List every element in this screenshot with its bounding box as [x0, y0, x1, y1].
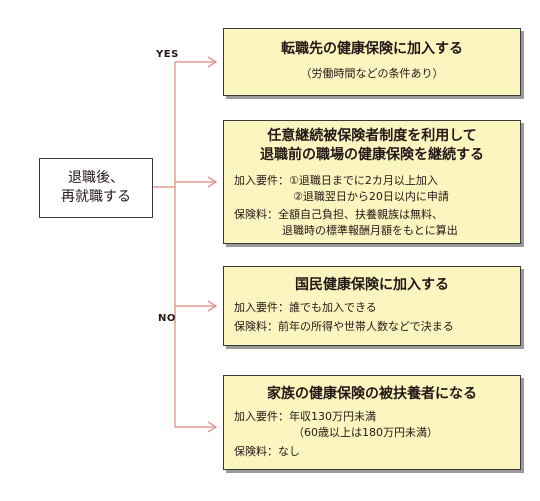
requirement-row-2: （60歳以上は180万円未満）: [234, 425, 520, 441]
requirement-label: 加入要件：: [234, 301, 289, 314]
requirement-value-1: 年収130万円未満: [289, 410, 376, 423]
premium-label: 保険料：: [234, 208, 278, 221]
premium-value-2: 退職時の標準報酬月額をもとに算出: [282, 224, 458, 237]
requirement-value-2: （60歳以上は180万円未満）: [293, 426, 438, 439]
yes-arrowhead: [207, 56, 218, 68]
box-voluntary-continuation: 任意継続被保険者制度を利用して 退職前の職場の健康保険を継続する 加入要件： ①…: [223, 120, 521, 244]
kokumin-arrowhead: [207, 300, 218, 312]
box-title: 国民健康保険に加入する: [295, 277, 449, 293]
requirement-value: 誰でも加入できる: [289, 301, 377, 314]
box-family-dependent: 家族の健康保険の被扶養者になる 加入要件： 年収130万円未満 （60歳以上は1…: [223, 375, 521, 470]
premium-value-1: 全額自己負担、扶養親族は無料、: [278, 208, 443, 221]
box-title: 転職先の健康保険に加入する: [281, 41, 463, 57]
box-national-health-insurance: 国民健康保険に加入する 加入要件： 誰でも加入できる 保険料： 前年の所得や世帯…: [223, 266, 521, 346]
start-line1: 退職後、: [68, 170, 124, 186]
yes-label: YES: [156, 49, 179, 60]
start-box: 退職後、 再就職する: [39, 158, 153, 218]
requirement-label: 加入要件：: [234, 410, 289, 423]
premium-row: 保険料： なし: [234, 444, 520, 460]
requirement-row: 加入要件： 誰でも加入できる: [234, 300, 520, 316]
premium-label: 保険料：: [234, 445, 278, 458]
requirement-row: 加入要件： 年収130万円未満: [234, 409, 520, 425]
premium-value: なし: [278, 445, 300, 458]
premium-row: 保険料： 全額自己負担、扶養親族は無料、: [234, 207, 520, 223]
ninni-arrowhead: [207, 176, 218, 188]
premium-row-2: 退職時の標準報酬月額をもとに算出: [234, 223, 520, 239]
premium-row: 保険料： 前年の所得や世帯人数などで決まる: [234, 319, 520, 335]
no-label: NO: [158, 313, 176, 324]
box-note: （労働時間などの条件あり）: [300, 67, 444, 80]
requirement-row-2: ②退職翌日から20日以内に申請: [234, 189, 520, 205]
requirement-label: 加入要件：: [234, 174, 289, 187]
box-title: 家族の健康保険の被扶養者になる: [267, 386, 477, 402]
box-title-line2: 退職前の職場の健康保険を継続する: [260, 147, 484, 163]
requirement-value-2: ②退職翌日から20日以内に申請: [293, 190, 449, 203]
box-title-line1: 任意継続被保険者制度を利用して: [267, 128, 477, 144]
requirement-row: 加入要件： ①退職日までに2カ月以上加入: [234, 173, 520, 189]
premium-value: 前年の所得や世帯人数などで決まる: [278, 320, 454, 333]
kazoku-arrowhead: [207, 421, 218, 433]
requirement-value-1: ①退職日までに2カ月以上加入: [289, 174, 438, 187]
box-new-employer-insurance: 転職先の健康保険に加入する （労働時間などの条件あり）: [223, 28, 521, 96]
start-line2: 再就職する: [61, 189, 131, 205]
premium-label: 保険料：: [234, 320, 278, 333]
